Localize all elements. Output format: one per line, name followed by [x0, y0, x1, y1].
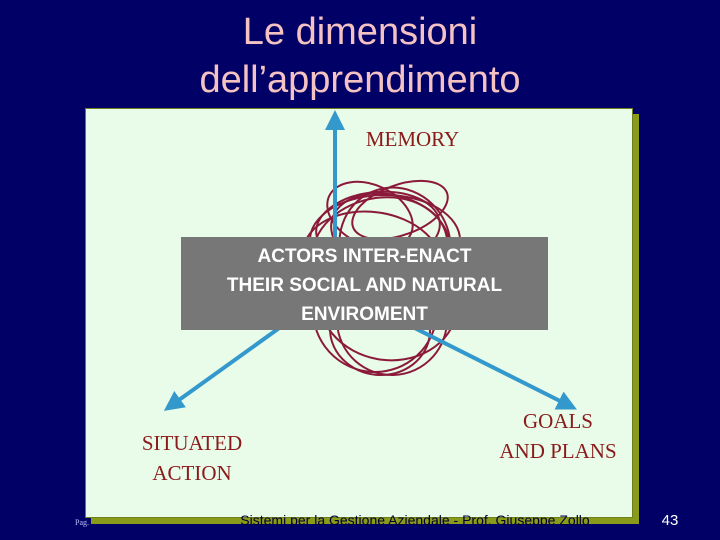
- goals-line-2: AND PLANS: [499, 439, 617, 463]
- footer-text: Sistemi per la Gestione Aziendale - Prof…: [240, 512, 590, 528]
- goals-line-1: GOALS: [522, 409, 593, 433]
- center-line-1: ACTORS INTER-ENACT: [257, 246, 472, 267]
- pag-label: Pag.: [75, 518, 89, 527]
- situated-line-2: ACTION: [152, 461, 232, 485]
- center-box: ACTORS INTER-ENACT THEIR SOCIAL AND NATU…: [181, 237, 548, 330]
- center-line-3: ENVIROMENT: [301, 304, 428, 325]
- situated-line-1: SITUATED: [141, 431, 243, 455]
- page-number: 43: [661, 512, 679, 529]
- situated-action-label: SITUATED ACTION: [122, 428, 262, 488]
- title-line-2: dell’apprendimento: [199, 59, 521, 101]
- goals-plans-label: GOALS AND PLANS: [482, 406, 634, 466]
- center-line-2: THEIR SOCIAL AND NATURAL: [226, 275, 503, 296]
- title-line-1: Le dimensioni: [242, 11, 478, 53]
- memory-label: MEMORY: [365, 127, 460, 151]
- slide-title: Le dimensioni dell’apprendimento: [0, 8, 720, 104]
